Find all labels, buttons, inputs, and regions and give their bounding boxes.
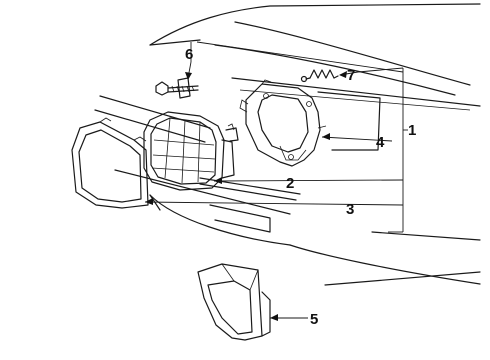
part-adjusting-screw [155,77,199,99]
callout-5: 5 [310,311,318,328]
callout-7: 7 [347,67,355,84]
callout-4: 4 [376,134,385,151]
callout-1: 1 [408,122,416,139]
part-headlamp-housing [239,79,327,167]
callout-6: 6 [185,46,193,63]
callout-2: 2 [286,175,294,192]
vehicle-body-outline [94,3,481,286]
part-bezel-frame [71,117,149,209]
callout-3: 3 [346,201,354,218]
part-sealed-beam-lamp [143,111,239,191]
callout-labels: 1 2 3 4 5 6 7 [185,46,416,328]
part-corner-trim [197,263,271,341]
part-adjusting-spring [300,69,339,83]
arrowheads [145,71,347,321]
